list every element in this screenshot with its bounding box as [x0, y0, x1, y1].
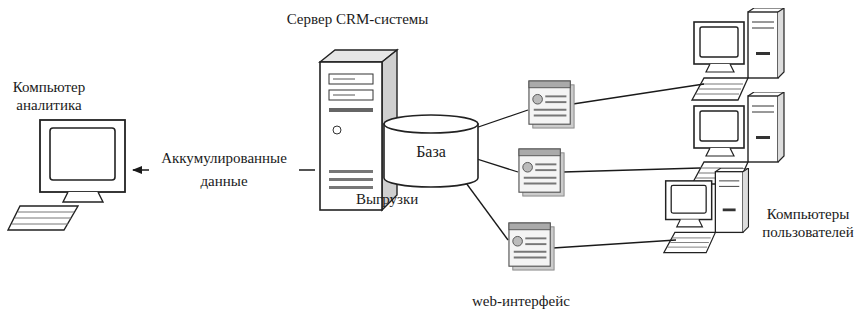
- node-title: База: [383, 142, 479, 161]
- analyst-computer: Компьютер аналитика: [8, 78, 133, 228]
- web-window: [509, 81, 574, 270]
- user-computer: [664, 8, 784, 253]
- node-title: Компьютер аналитика: [8, 78, 90, 114]
- store-label: Выгрузки: [356, 190, 418, 208]
- user-link: [553, 84, 704, 248]
- interface-label: web-интерфейс: [472, 292, 570, 310]
- database-cylinder: База: [383, 114, 479, 188]
- node-title: Сервер CRM-системы: [287, 10, 429, 28]
- users-label: Компьютеры пользователей: [760, 205, 856, 241]
- edge-label: Аккумулированные данные: [149, 147, 299, 194]
